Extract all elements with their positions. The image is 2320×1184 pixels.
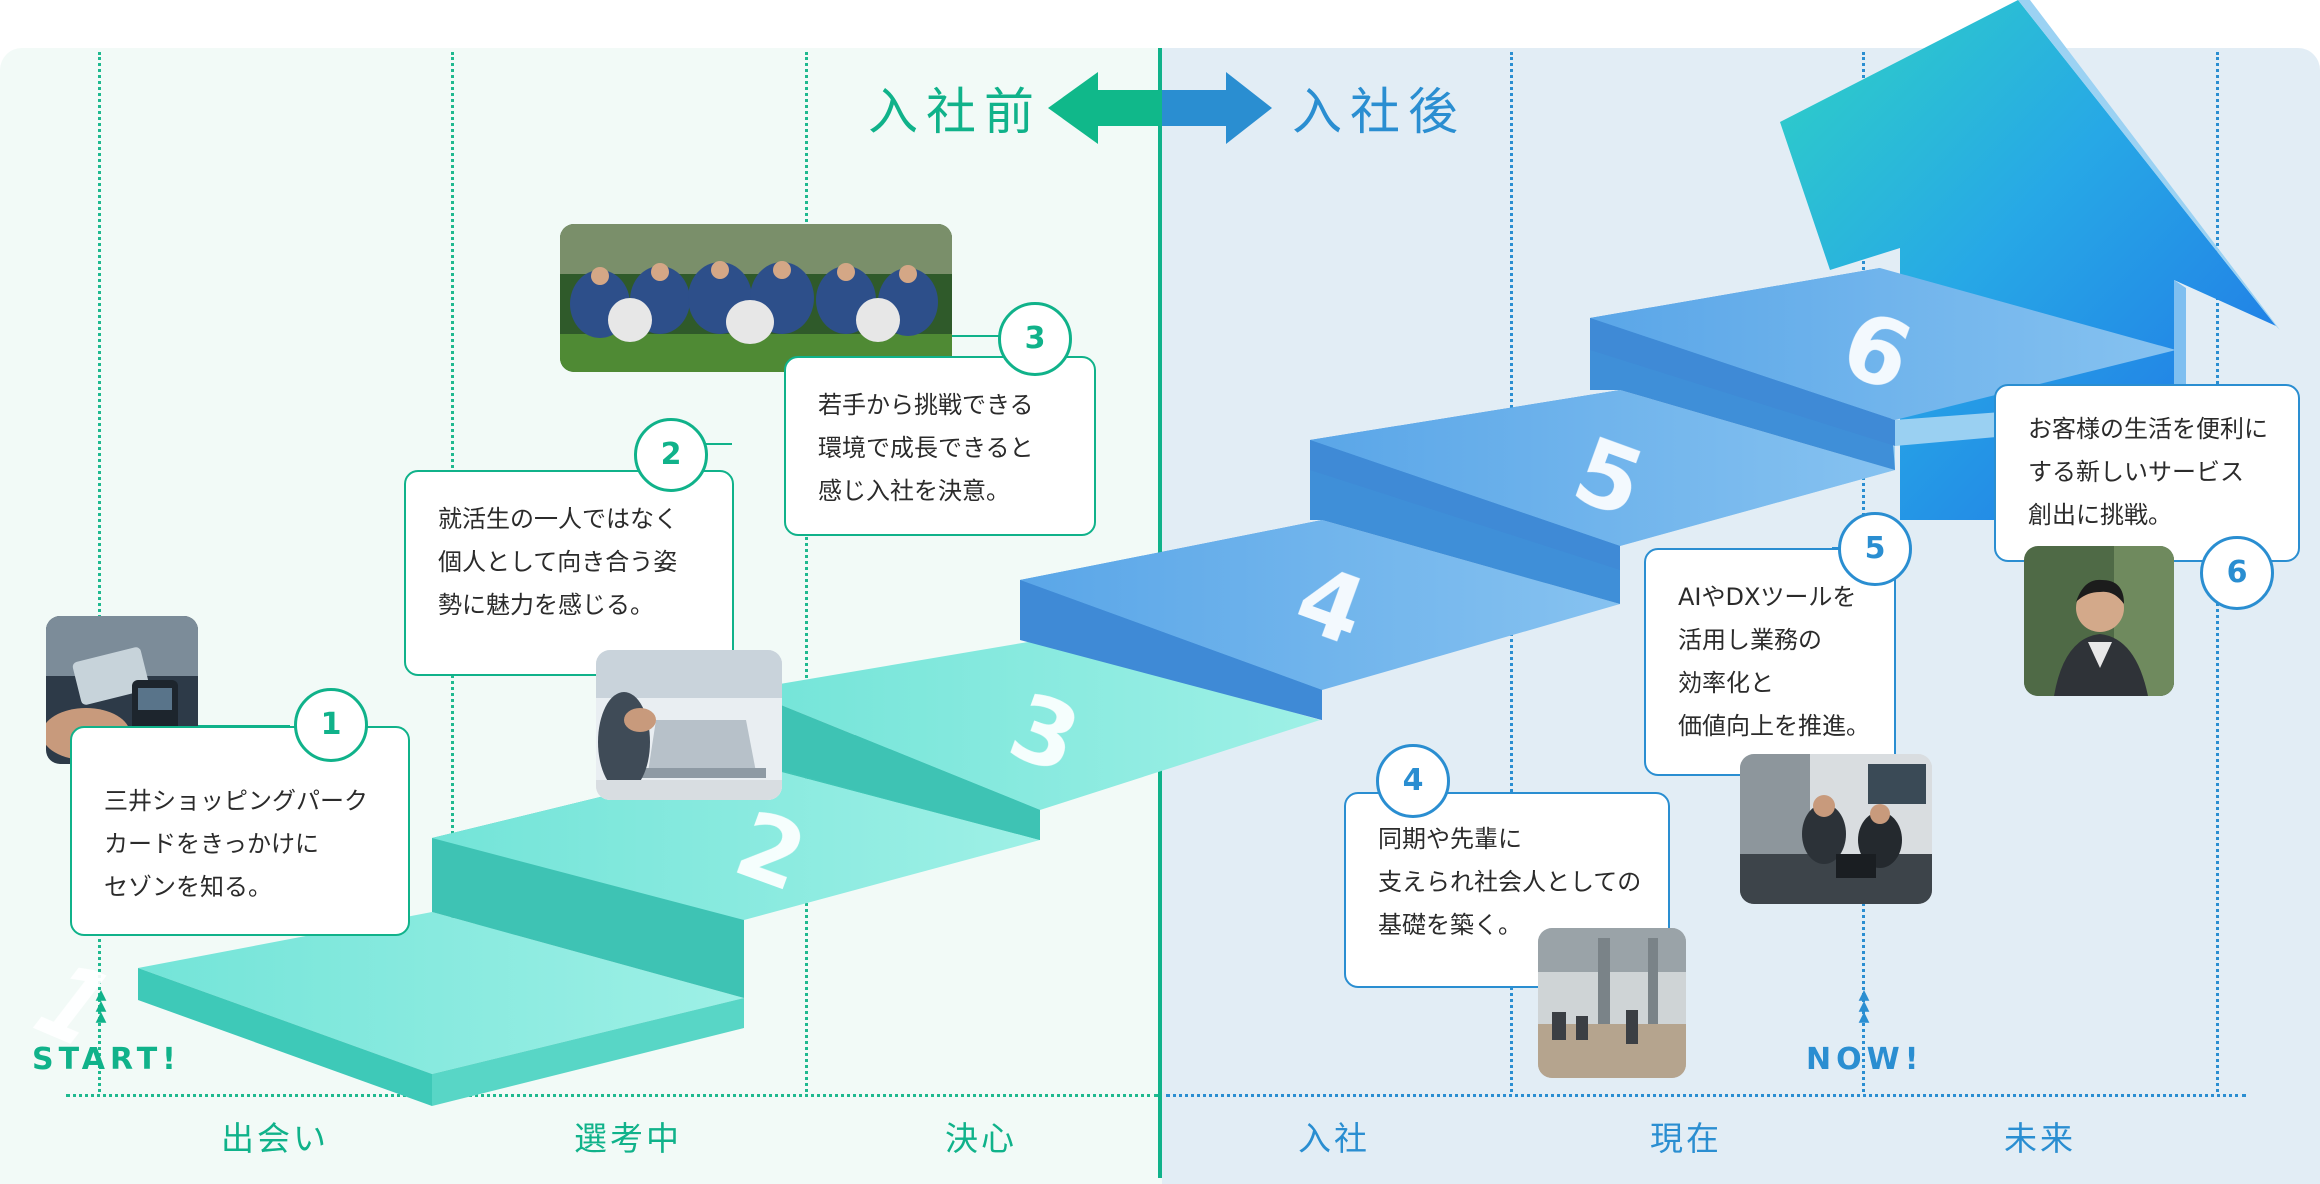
before-after-arrow <box>1048 72 1272 144</box>
column-line <box>805 52 808 1092</box>
stair-step-4 <box>1020 520 1620 690</box>
stage-label-decision: 決心 <box>945 1119 1017 1158</box>
step-badge-5: 5 <box>1838 512 1912 586</box>
step-2-line: 個人として向き合う姿 <box>438 548 678 576</box>
step-3-line: 感じ入社を決意。 <box>818 477 1010 505</box>
stair-step-2 <box>432 762 1040 920</box>
step-6-line: 創出に挑戦。 <box>2028 501 2172 529</box>
step-5-line: 活用し業務の <box>1678 626 1822 654</box>
step-1-line: カードをきっかけに <box>104 830 320 858</box>
step-badge-2: 2 <box>634 418 708 492</box>
after-joining-label: 入社後 <box>1292 83 1466 141</box>
stair-step-3 <box>744 640 1320 810</box>
stage-label-selection: 選考中 <box>574 1119 682 1158</box>
photo-laptop-meeting-top <box>596 650 782 800</box>
start-chevrons: ▲▲▲ <box>95 987 107 1025</box>
step-1-line: セゾンを知る。 <box>104 873 272 901</box>
step-5-line: 効率化と <box>1678 669 1774 697</box>
step-card-2: 就活生の一人ではなく 個人として向き合う姿 勢に魅力を感じる。 <box>404 470 734 676</box>
step-5-line: AIやDXツールを <box>1678 583 1857 611</box>
step-4-line: 支えられ社会人としての <box>1378 868 1642 896</box>
stage-label-future: 未来 <box>2004 1119 2076 1158</box>
stage-label-meet: 出会い <box>221 1119 329 1158</box>
step-card-1: 三井ショッピングパーク カードをきっかけに セゾンを知る。 <box>70 726 410 936</box>
stair-step-5 <box>1310 390 1895 546</box>
step-card-6: お客様の生活を便利に する新しいサービス 創出に挑戦。 <box>1994 384 2300 562</box>
now-chevrons: ▲▲▲ <box>1858 987 1870 1025</box>
before-joining-label: 入社前 <box>868 83 1042 141</box>
stage-label-join: 入社 <box>1298 1119 1370 1158</box>
photo-office-top <box>1538 928 1686 1078</box>
timeline-line-after <box>1166 1094 2246 1097</box>
step-6-line: する新しいサービス <box>2028 458 2244 486</box>
photo-workspace-top <box>1740 754 1932 904</box>
now-marker: NOW! <box>1806 1042 1924 1077</box>
photo-group <box>560 224 952 372</box>
step-1-line: 三井ショッピングパーク <box>104 787 368 815</box>
step-4-line: 基礎を築く。 <box>1378 911 1522 939</box>
step-badge-1: 1 <box>294 688 368 762</box>
step-5-line: 価値向上を推進。 <box>1678 712 1870 740</box>
step-4-line: 同期や先輩に <box>1378 825 1522 853</box>
start-marker: START! <box>32 1042 181 1077</box>
step-6-line: お客様の生活を便利に <box>2028 415 2268 443</box>
step-badge-6: 6 <box>2200 536 2274 610</box>
stair-step-6 <box>1590 268 2176 420</box>
step-3-line: 若手から挑戦できる <box>818 391 1034 419</box>
step-badge-3: 3 <box>998 302 1072 376</box>
column-line <box>98 52 101 1092</box>
stage-label-present: 現在 <box>1650 1119 1722 1158</box>
timeline-line-before <box>66 1094 1158 1097</box>
step-2-line: 勢に魅力を感じる。 <box>438 591 654 619</box>
step-card-3: 若手から挑戦できる 環境で成長できると 感じ入社を決意。 <box>784 356 1096 536</box>
photo-portrait-top <box>2024 546 2174 696</box>
step-3-line: 環境で成長できると <box>818 434 1034 462</box>
stair-step-1 <box>138 912 744 1074</box>
step-badge-4: 4 <box>1376 744 1450 818</box>
step-2-line: 就活生の一人ではなく <box>438 505 678 533</box>
